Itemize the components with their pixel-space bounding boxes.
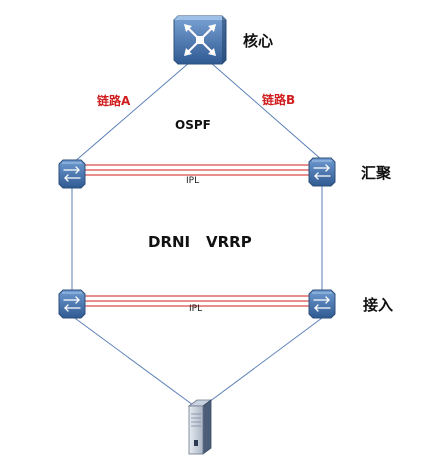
right-access-server-line [204, 317, 323, 406]
link-a-label: 链路A [97, 94, 131, 108]
link-b-label: 链路B [262, 93, 296, 107]
ipl-top-label: IPL [186, 176, 200, 186]
vrrp-label: VRRP [206, 233, 252, 251]
switch-icon [58, 289, 86, 319]
ospf-label: OSPF [175, 118, 211, 132]
ipl-bottom-lines [85, 295, 312, 307]
ipl-top-lines [85, 164, 312, 176]
access-label: 接入 [363, 296, 394, 314]
core-label: 核心 [243, 32, 274, 50]
link-b-line [209, 61, 323, 161]
core-router-icon [173, 15, 227, 65]
switch-icon [58, 159, 86, 189]
link-a-line [72, 61, 191, 164]
ipl-bottom-label: IPL [189, 304, 203, 314]
blue-links [71, 61, 323, 406]
switch-icon [308, 289, 336, 319]
switch-icon [308, 157, 336, 187]
server-icon [187, 399, 213, 455]
left-access-server-line [71, 315, 194, 406]
aggregation-label: 汇聚 [361, 164, 392, 182]
drni-label: DRNI [148, 233, 191, 251]
